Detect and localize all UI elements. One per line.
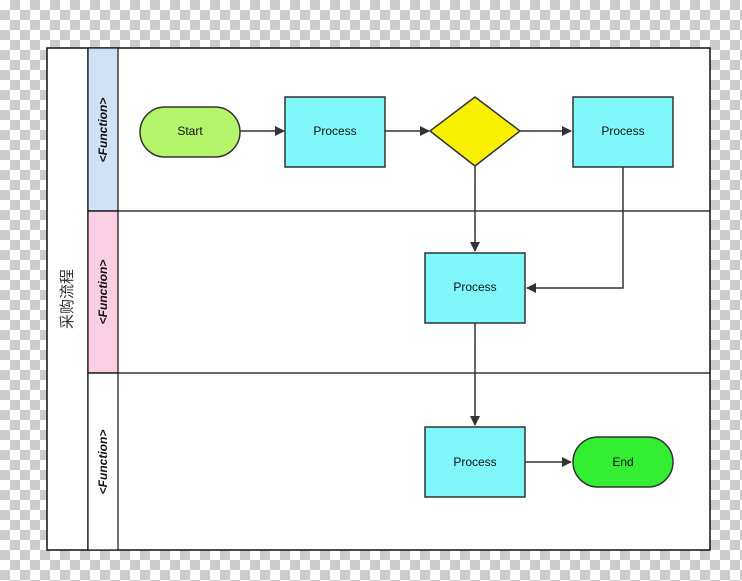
process-label-4: Process bbox=[453, 455, 496, 469]
process-node-3 bbox=[424, 252, 526, 324]
lane-label-3: <Function> bbox=[96, 430, 110, 495]
process-node-4 bbox=[424, 426, 526, 498]
process-node-1 bbox=[284, 96, 386, 168]
decision-node bbox=[428, 96, 522, 167]
end-label: End bbox=[612, 455, 633, 469]
edge-process-2-process-3 bbox=[526, 167, 624, 293]
start-node bbox=[139, 106, 241, 158]
lane-label-1: <Function> bbox=[96, 98, 110, 163]
process-node-2 bbox=[572, 96, 674, 168]
lane-header-1 bbox=[87, 47, 119, 212]
start-label: Start bbox=[177, 124, 203, 138]
lane-label-2: <Function> bbox=[96, 260, 110, 325]
process-label-2: Process bbox=[601, 124, 644, 138]
lane-header-3 bbox=[87, 372, 119, 551]
process-label-1: Process bbox=[313, 124, 356, 138]
pool-title: 采购流程 bbox=[58, 269, 76, 329]
end-node bbox=[572, 436, 674, 488]
process-label-3: Process bbox=[453, 280, 496, 294]
